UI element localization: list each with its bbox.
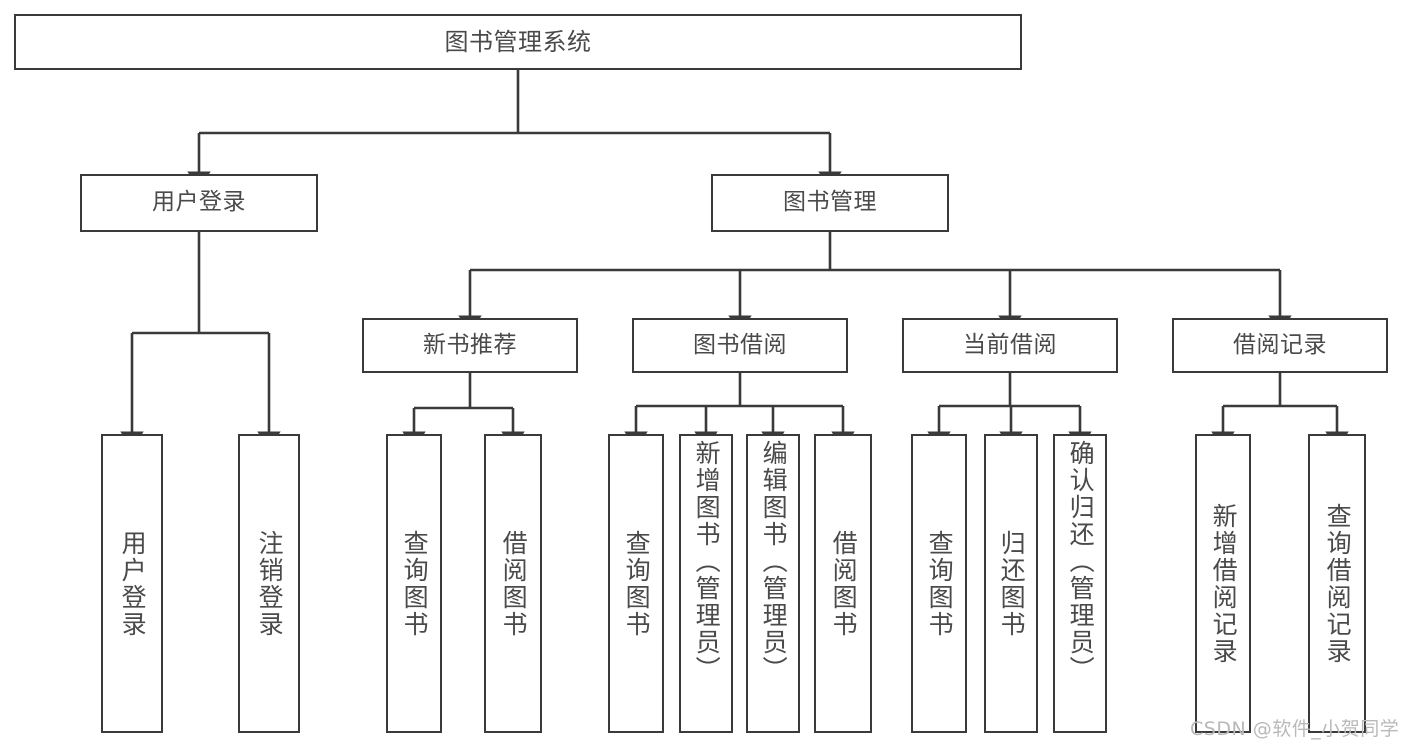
node-label: 新增图书（管理员） [692, 440, 722, 683]
node-leaf-confirm-return: 确认归还（管理员） [1053, 434, 1107, 733]
node-leaf-add-book: 新增图书（管理员） [679, 434, 733, 733]
node-new-book-rec: 新书推荐 [362, 318, 578, 373]
node-leaf-query-book-1: 查询图书 [386, 434, 442, 733]
node-book-borrow: 图书借阅 [632, 318, 848, 373]
node-root: 图书管理系统 [14, 14, 1022, 70]
node-label: 查询图书 [622, 529, 652, 638]
node-label: 注销登录 [255, 529, 285, 638]
node-leaf-user-logout: 注销登录 [238, 434, 300, 733]
node-book-manage: 图书管理 [711, 174, 949, 232]
node-label: 图书管理 [783, 189, 877, 216]
node-current-borrow: 当前借阅 [902, 318, 1118, 373]
node-label: 新增借阅记录 [1209, 502, 1239, 665]
node-label: 当前借阅 [963, 331, 1057, 358]
node-leaf-user-login: 用户登录 [101, 434, 163, 733]
node-borrow-record: 借阅记录 [1172, 318, 1388, 373]
node-label: 用户登录 [152, 189, 246, 216]
node-user-login: 用户登录 [80, 174, 318, 232]
node-leaf-borrow-book-2: 借阅图书 [814, 434, 872, 733]
node-label: 查询图书 [925, 529, 955, 638]
node-label: 归还图书 [997, 529, 1027, 638]
node-leaf-edit-book: 编辑图书（管理员） [746, 434, 800, 733]
node-label: 借阅记录 [1233, 331, 1327, 358]
node-leaf-return-book: 归还图书 [984, 434, 1038, 733]
node-label: 借阅图书 [499, 529, 529, 638]
node-leaf-query-record: 查询借阅记录 [1308, 434, 1366, 733]
node-label: 借阅图书 [829, 529, 859, 638]
node-label: 新书推荐 [423, 331, 517, 358]
csdn-watermark: CSDN @软件_小贺同学 [1190, 718, 1400, 740]
node-label: 查询图书 [400, 529, 430, 638]
node-leaf-query-book-2: 查询图书 [608, 434, 664, 733]
node-label: 查询借阅记录 [1323, 502, 1353, 665]
node-label: 编辑图书（管理员） [759, 440, 789, 683]
node-label: 图书管理系统 [444, 27, 592, 56]
node-leaf-borrow-book-1: 借阅图书 [484, 434, 542, 733]
node-leaf-query-book-3: 查询图书 [911, 434, 967, 733]
node-leaf-add-record: 新增借阅记录 [1195, 434, 1251, 733]
node-label: 用户登录 [118, 529, 148, 638]
node-label: 图书借阅 [693, 331, 787, 358]
node-label: 确认归还（管理员） [1066, 440, 1096, 683]
